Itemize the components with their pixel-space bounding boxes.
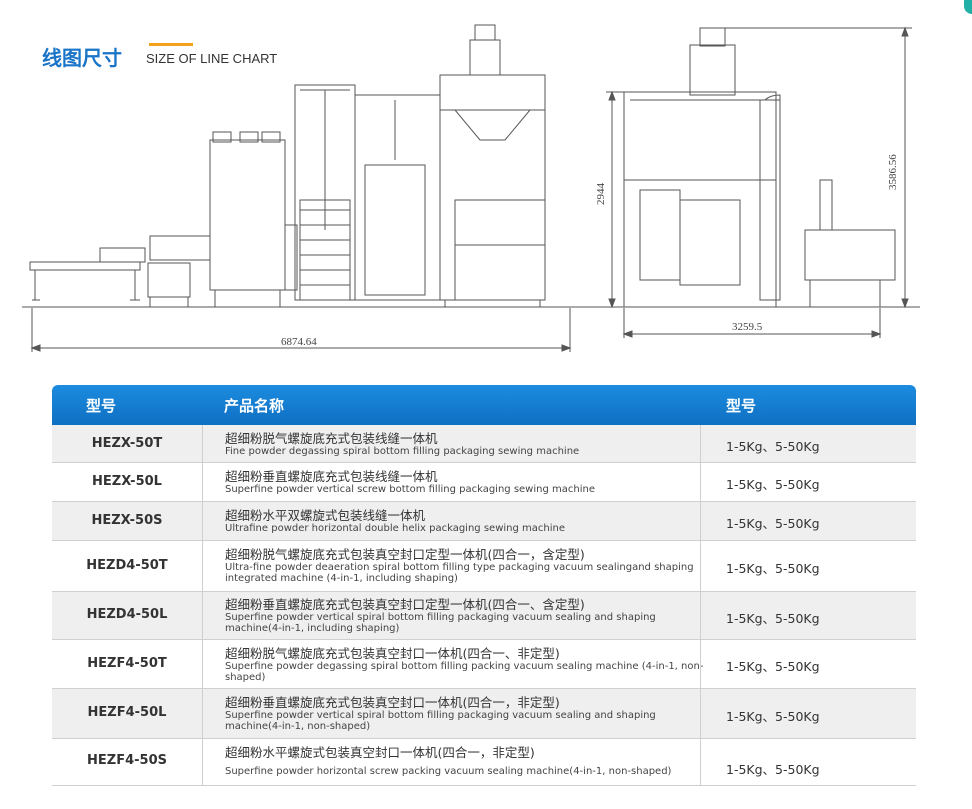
table-row: HEZX-50S 超细粉水平双螺旋式包装线缝一体机 Ultrafine powd…: [52, 502, 916, 541]
row-name-en: Superfine powder vertical screw bottom f…: [225, 484, 595, 495]
row-capacity: 1-5Kg、5-50Kg: [726, 659, 820, 674]
row-name: 超细粉垂直螺旋底充式包装真空封口一体机(四合一，非定型) Superfine p…: [225, 695, 705, 732]
row-name-cn: 超细粉垂直螺旋底充式包装线缝一体机: [225, 469, 438, 484]
row-model: HEZD4-50T: [86, 558, 168, 573]
section-title-cn: 线图尺寸: [42, 46, 122, 70]
title-accent-rule: [149, 43, 193, 46]
row-model: HEZX-50S: [91, 513, 163, 528]
row-capacity: 1-5Kg、5-50Kg: [726, 439, 820, 454]
table-row: HEZF4-50T 超细粉脱气螺旋底充式包装真空封口一体机(四合一、非定型) S…: [52, 640, 916, 689]
row-name: 超细粉垂直螺旋底充式包装线缝一体机 Superfine powder verti…: [225, 469, 705, 495]
table-row: HEZF4-50S 超细粉水平螺旋式包装真空封口一体机(四合一，非定型) Sup…: [52, 739, 916, 786]
table-row: HEZX-50T 超细粉脱气螺旋底充式包装线缝一体机 Fine powder d…: [52, 425, 916, 463]
row-name-en: Superfine powder vertical spiral bottom …: [225, 612, 656, 634]
valve-block: [209, 139, 286, 291]
row-name: 超细粉水平螺旋式包装真空封口一体机(四合一，非定型) Superfine pow…: [225, 745, 705, 777]
row-model: HEZX-50T: [91, 436, 163, 451]
spec-table: 型号 产品名称 型号 HEZX-50T 超细粉脱气螺旋底充式包装线缝一体机 Fi…: [52, 385, 916, 786]
row-name-en: Superfine powder horizontal screw packin…: [225, 766, 672, 777]
row-capacity: 1-5Kg、5-50Kg: [726, 762, 820, 777]
header-product-name: 产品名称: [224, 397, 285, 415]
row-capacity: 1-5Kg、5-50Kg: [726, 516, 820, 531]
row-model: HEZF4-50S: [87, 753, 167, 768]
dim-label-width: 3259.5: [732, 321, 763, 333]
side-view-frame: [623, 91, 777, 308]
filler-tower: [439, 74, 546, 301]
table-row: HEZF4-50L 超细粉垂直螺旋底充式包装真空封口一体机(四合一，非定型) S…: [52, 689, 916, 739]
dim-label-length: 6874.64: [281, 336, 317, 348]
row-name-cn: 超细粉脱气螺旋底充式包装真空封口定型一体机(四合一，含定型): [225, 547, 585, 562]
row-name-en: Ultra-fine powder deaeration spiral bott…: [225, 562, 694, 584]
row-name-en: Superfine powder degassing spiral bottom…: [225, 661, 704, 683]
row-model: HEZF4-50L: [87, 705, 167, 720]
header-capacity: 型号: [726, 397, 757, 415]
frame-2: [354, 94, 441, 301]
row-name: 超细粉脱气螺旋底充式包装线缝一体机 Fine powder degassing …: [225, 431, 705, 457]
row-name-en: Fine powder degassing spiral bottom fill…: [225, 446, 580, 457]
row-name-cn: 超细粉垂直螺旋底充式包装真空封口定型一体机(四合一、含定型): [225, 597, 585, 612]
table-row: HEZX-50L 超细粉垂直螺旋底充式包装线缝一体机 Superfine pow…: [52, 463, 916, 502]
column-divider: [700, 425, 701, 786]
row-name-cn: 超细粉脱气螺旋底充式包装真空封口一体机(四合一、非定型): [225, 646, 560, 661]
header-model: 型号: [86, 397, 117, 415]
line-drawing: 6874.64 3259.5 2944 3586.56: [0, 0, 972, 380]
row-name: 超细粉脱气螺旋底充式包装真空封口一体机(四合一、非定型) Superfine p…: [225, 646, 705, 683]
row-name: 超细粉垂直螺旋底充式包装真空封口定型一体机(四合一、含定型) Superfine…: [225, 597, 705, 634]
corner-accent: [964, 0, 972, 14]
row-model: HEZF4-50T: [87, 656, 167, 671]
dim-label-height-a: 2944: [595, 183, 607, 206]
row-name: 超细粉脱气螺旋底充式包装真空封口定型一体机(四合一，含定型) Ultra-fin…: [225, 547, 705, 584]
outfeed-unit: [804, 229, 896, 281]
column-divider: [202, 425, 203, 786]
row-model: HEZX-50L: [92, 474, 162, 489]
row-name-en: Superfine powder vertical spiral bottom …: [225, 710, 656, 732]
row-name-cn: 超细粉脱气螺旋底充式包装线缝一体机: [225, 431, 438, 446]
machine-line-drawing: 6874.64 3259.5 2944 3586.56: [22, 24, 920, 352]
row-capacity: 1-5Kg、5-50Kg: [726, 561, 820, 576]
dim-label-height-b: 3586.56: [887, 154, 899, 190]
row-name-cn: 超细粉垂直螺旋底充式包装真空封口一体机(四合一，非定型): [225, 695, 560, 710]
row-name-en: Ultrafine powder horizontal double helix…: [225, 523, 565, 534]
row-name: 超细粉水平双螺旋式包装线缝一体机 Ultrafine powder horizo…: [225, 508, 705, 534]
row-capacity: 1-5Kg、5-50Kg: [726, 477, 820, 492]
row-capacity: 1-5Kg、5-50Kg: [726, 709, 820, 724]
row-name-cn: 超细粉水平螺旋式包装真空封口一体机(四合一，非定型): [225, 745, 535, 760]
table-row: HEZD4-50T 超细粉脱气螺旋底充式包装真空封口定型一体机(四合一，含定型)…: [52, 541, 916, 592]
section-title-en: SIZE OF LINE CHART: [146, 51, 278, 66]
row-name-cn: 超细粉水平双螺旋式包装线缝一体机: [225, 508, 426, 523]
row-capacity: 1-5Kg、5-50Kg: [726, 611, 820, 626]
infeed-conveyor: [29, 261, 141, 271]
table-row: HEZD4-50L 超细粉垂直螺旋底充式包装真空封口定型一体机(四合一、含定型)…: [52, 592, 916, 640]
row-model: HEZD4-50L: [86, 607, 168, 622]
table-header: 型号 产品名称 型号: [52, 385, 916, 425]
